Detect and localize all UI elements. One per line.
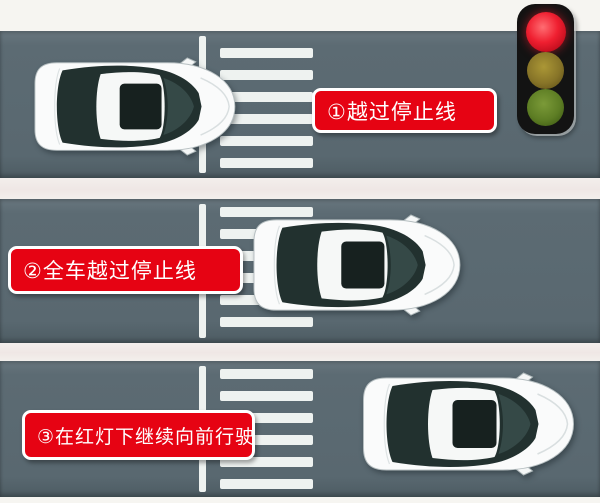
car-top-view-crossing-stopline [34, 57, 236, 156]
road-gap-divider [0, 178, 600, 199]
car-top-view-past-crosswalk [362, 372, 575, 476]
crosswalk-stripe [220, 435, 313, 445]
crosswalk-stripe [220, 48, 313, 58]
traffic-light [517, 4, 574, 134]
yellow-light-off-icon [527, 52, 564, 89]
crosswalk [220, 369, 313, 489]
crosswalk-stripe [220, 70, 313, 80]
crosswalk-stripe [220, 136, 313, 146]
scenario-3-label: ③在红灯下继续向前行驶 [37, 425, 256, 448]
crosswalk-stripe [220, 369, 313, 379]
road-gap-divider [0, 343, 600, 361]
car-top-view-on-crosswalk [253, 214, 461, 316]
crosswalk-stripe [220, 158, 313, 168]
crosswalk-stripe [220, 457, 313, 467]
crosswalk-stripe [220, 92, 313, 102]
crosswalk-stripe [220, 114, 313, 124]
red-light-on-icon [525, 12, 566, 52]
crosswalk-stripe [220, 479, 313, 489]
crosswalk-stripe [220, 413, 313, 423]
green-light-off-icon [527, 89, 564, 126]
crosswalk-stripe [220, 317, 313, 327]
crosswalk-stripe [220, 391, 313, 401]
scenario-2-label: ②全车越过停止线 [23, 259, 197, 283]
scenario-1-banner: ①越过停止线 [312, 88, 497, 133]
scenario-1-label: ①越过停止线 [327, 99, 457, 124]
crosswalk-stripe [220, 207, 313, 217]
scenario-2-banner: ②全车越过停止线 [8, 246, 243, 294]
crosswalk [220, 48, 313, 168]
scenario-3-banner: ③在红灯下继续向前行驶 [22, 410, 255, 460]
